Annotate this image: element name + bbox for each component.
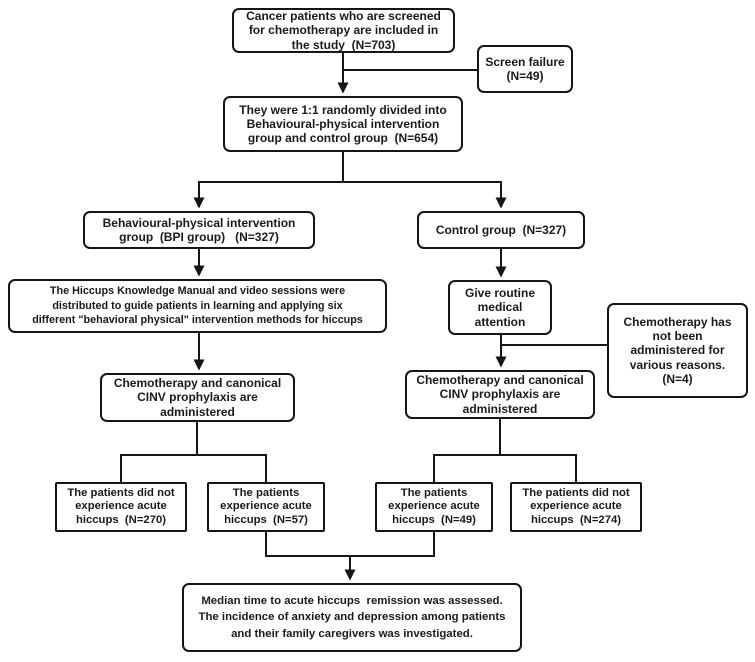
node-outcome: Median time to acute hiccups remission w… — [182, 583, 522, 652]
node-manual: The Hiccups Knowledge Manual and video s… — [8, 279, 387, 333]
node-screened: Cancer patients who are screened for che… — [232, 8, 455, 53]
node-chemo-not-administered: Chemotherapy has not been administered f… — [607, 303, 748, 398]
node-ctrl-no-hiccups: The patients did not experience acute hi… — [510, 482, 642, 532]
node-cinv-right: Chemotherapy and canonical CINV prophyla… — [405, 370, 595, 419]
node-bpi-group: Behavioural-physical intervention group … — [83, 211, 315, 249]
node-routine-care: Give routine medical attention — [448, 280, 552, 335]
node-randomized: They were 1:1 randomly divided into Beha… — [223, 96, 463, 152]
node-bpi-no-hiccups: The patients did not experience acute hi… — [55, 482, 187, 532]
node-control-group: Control group (N=327) — [417, 211, 585, 249]
node-screen-failure: Screen failure (N=49) — [477, 45, 573, 93]
node-bpi-hiccups: The patients experience acute hiccups (N… — [207, 482, 325, 532]
node-ctrl-hiccups: The patients experience acute hiccups (N… — [375, 482, 493, 532]
node-cinv-left: Chemotherapy and canonical CINV prophyla… — [100, 373, 295, 422]
